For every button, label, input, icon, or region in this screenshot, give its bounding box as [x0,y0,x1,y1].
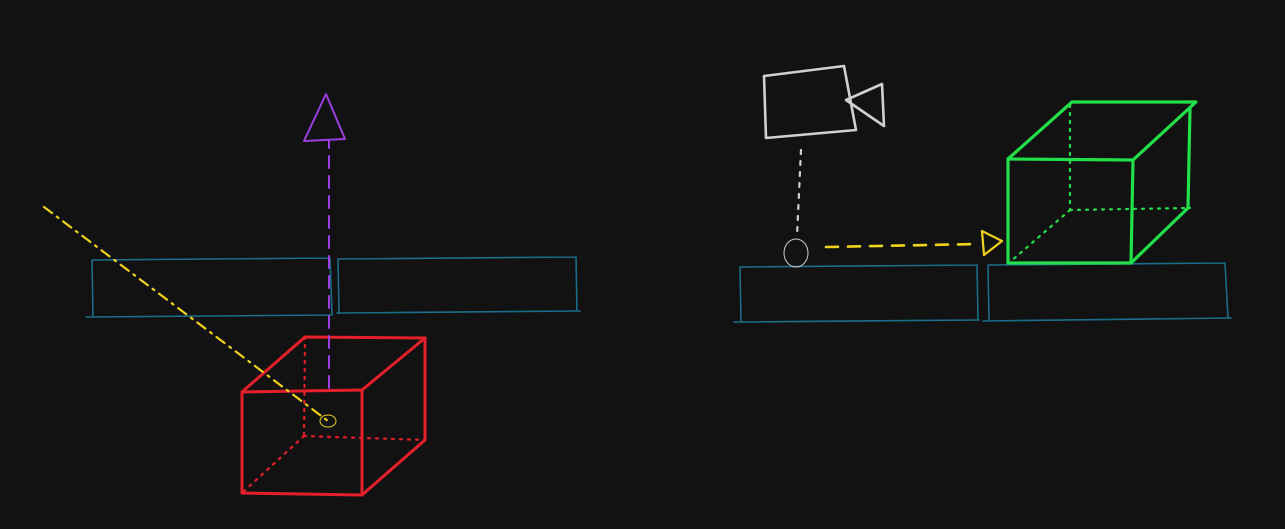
green-cube-icon [1006,100,1198,265]
sample-point-icon [319,414,337,428]
horizontal-ray-arrow-icon [824,229,1004,257]
gray-sample-point-icon [783,238,809,268]
upward-arrow-icon [303,93,346,389]
blocker-slab-icon [85,256,581,318]
camera-icon [762,64,886,140]
camera-drop-line-icon [795,148,803,238]
left-scene [42,93,581,497]
floor-slab-icon [733,262,1232,323]
right-scene [733,64,1232,323]
red-cube-icon [240,335,427,497]
incoming-ray-icon [42,205,330,423]
